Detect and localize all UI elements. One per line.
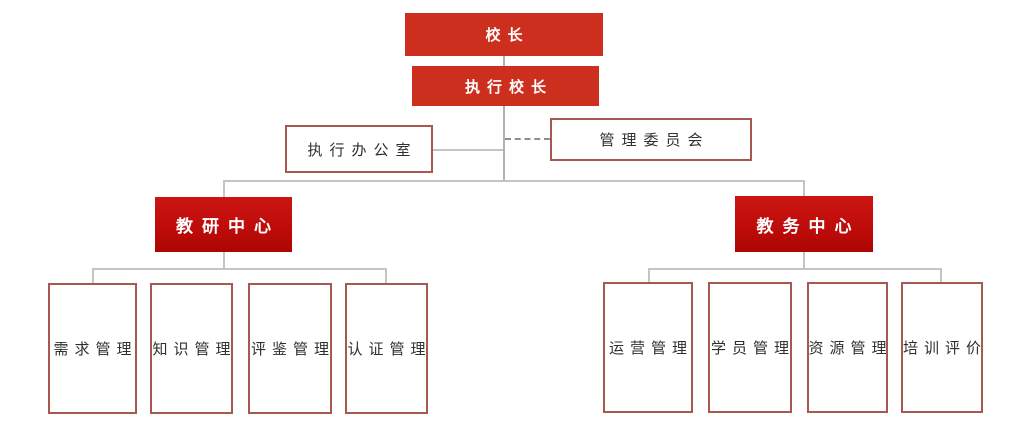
connector-committee-dashed	[505, 138, 550, 140]
connector-office-solid	[433, 149, 503, 151]
connector-affairs-drop-right	[940, 268, 942, 283]
node-principal: 校长	[405, 13, 603, 56]
node-exec-principal: 执行校长	[412, 66, 599, 106]
connector-principal-exec	[503, 56, 505, 66]
connector-drop-affairs-center	[803, 180, 805, 196]
connector-centers-rail	[223, 180, 805, 182]
connector-research-rail	[92, 268, 387, 270]
node-exec-office: 执行办公室	[285, 125, 433, 173]
connector-research-drop-right	[385, 268, 387, 283]
node-certification-mgmt: 认证管理	[345, 283, 428, 414]
connector-affairs-stub	[803, 252, 805, 268]
node-training-eval: 培训评价	[901, 282, 983, 413]
node-student-mgmt: 学员管理	[708, 282, 792, 413]
connector-research-stub	[223, 252, 225, 268]
node-demand-mgmt: 需求管理	[48, 283, 137, 414]
node-research-center: 教研中心	[155, 197, 292, 252]
connector-affairs-drop-left	[648, 268, 650, 283]
connector-trunk	[503, 106, 505, 181]
connector-drop-research-center	[223, 180, 225, 197]
node-resource-mgmt: 资源管理	[807, 282, 888, 413]
connector-affairs-rail	[648, 268, 942, 270]
node-mgmt-committee: 管理委员会	[550, 118, 752, 161]
node-operations-mgmt: 运营管理	[603, 282, 693, 413]
connector-research-drop-left	[92, 268, 94, 283]
node-evaluation-mgmt: 评鉴管理	[248, 283, 332, 414]
node-affairs-center: 教务中心	[735, 196, 873, 252]
node-knowledge-mgmt: 知识管理	[150, 283, 233, 414]
